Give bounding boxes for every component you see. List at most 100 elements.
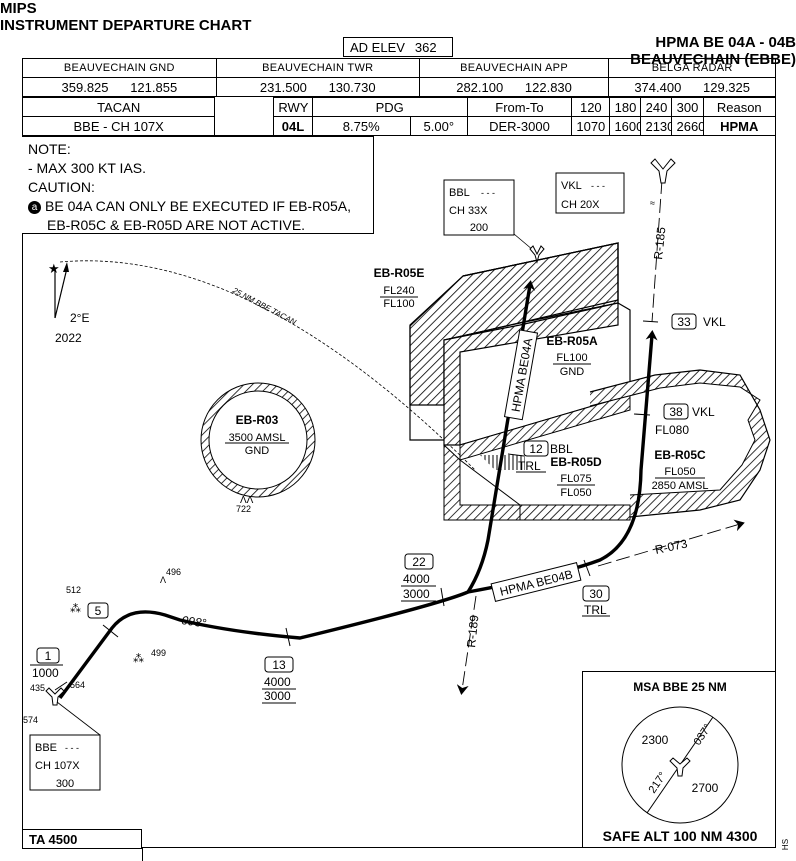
radial-185-label: R-185 [651, 226, 668, 260]
fix-5: 5 [95, 604, 102, 618]
fix-13-alt-min: 3000 [264, 689, 291, 703]
fix-30-alt: TRL [584, 603, 607, 617]
fix-38-alt: FL080 [655, 423, 689, 437]
bbl-channel: CH 33X [449, 205, 488, 217]
fix-33: 33 [677, 315, 691, 329]
distance-fixes: 33 VKL 38 VKL FL080 12 BBL TRL 22 4000 3… [30, 313, 726, 704]
fix-38-ref: VKL [692, 405, 715, 419]
fix-13: 13 [272, 658, 286, 672]
obstacles: Λ 496 ⁂ 512 ⁂ 499 ΛΛ 722 435 564 574 [23, 495, 254, 725]
caution-title: CAUTION: [28, 179, 95, 195]
navaid-vkl: VKL - - - CH 20X ≈ [555, 158, 676, 214]
freq-app-uhf: 282.100 [456, 79, 504, 95]
msa-title: MSA BBE 25 NM [633, 680, 727, 694]
r05e-lower: FL100 [383, 298, 414, 310]
msa-bearing-217: 217° [647, 770, 670, 796]
ad-elev-value: 362 [414, 40, 437, 55]
msa-tacan-symbol [669, 757, 691, 777]
vkl-morse: - - - [591, 181, 605, 191]
r05d-upper: FL075 [560, 473, 591, 485]
r05c-lower: 2850 AMSL [652, 480, 709, 492]
rod-120: 1070 [571, 116, 611, 136]
msa-bearing-037: 037° [692, 722, 715, 748]
obstacle-574: 574 [23, 715, 38, 725]
ad-elev-label: AD ELEV [350, 40, 405, 55]
obstacle-499: 499 [151, 648, 166, 658]
bbe-morse: - - - [65, 743, 79, 753]
radial-189-line [456, 595, 477, 695]
freq-radar-values: 374.400 129.325 [608, 77, 776, 97]
msa-alt-sector1: 2300 [642, 733, 669, 747]
route-b-label: HPMA BE04B [498, 567, 574, 599]
radial-073-label: R-073 [654, 536, 689, 557]
vkl-squiggle: ≈ [650, 198, 655, 208]
r03-lower: GND [245, 445, 270, 457]
procedure-name: HPMA BE 04A - 04B [655, 34, 796, 51]
bottom-divider [142, 848, 143, 861]
fix-13-alt-max: 4000 [264, 675, 291, 689]
r05e-upper: FL240 [383, 285, 414, 297]
variation-year: 2022 [55, 331, 82, 345]
bbl-morse: - - - [481, 188, 495, 198]
pdg-value: 8.75% [311, 116, 411, 136]
obstacle-435: 435 [30, 683, 45, 693]
transition-altitude: TA 4500 [22, 829, 142, 849]
route-be04a-path [58, 280, 536, 700]
variation-value: 2°E [70, 311, 89, 325]
r05a-lower: GND [560, 366, 585, 378]
obstacle-722: 722 [236, 504, 251, 514]
msa-alt-sector2: 2700 [692, 781, 719, 795]
radial-189-label: R-189 [464, 614, 481, 648]
tacan-25nm-arc [59, 260, 476, 471]
vkl-tacan-symbol [650, 158, 676, 184]
performance-table: TACAN RWY PDG From-To 120 180 240 300 Re… [21, 97, 776, 136]
radial-073-line [597, 519, 745, 567]
bbe-tacan-symbol [45, 687, 65, 706]
freq-twr-values: 231.500 130.730 [215, 77, 420, 97]
msa-box: MSA BBE 25 NM 2300 2700 037° 217° SAFE A… [582, 671, 776, 848]
r05a-name: EB-R05A [546, 334, 598, 348]
freq-twr-name: BEAUVECHAIN TWR [215, 58, 420, 78]
rwy-value: 04L [273, 116, 313, 136]
freq-gnd-vhf: 121.855 [130, 79, 178, 95]
reason-value: HPMA [702, 116, 776, 136]
gs300-header: 300 [671, 97, 704, 117]
perf-value-row: BBE - CH 107X 04L 8.75% 5.00° DER-3000 1… [21, 116, 776, 136]
radial-185-line [651, 179, 663, 323]
bbe-elev: 300 [56, 778, 74, 790]
obstacle-512-symbol: ⁂ [70, 603, 81, 615]
area-labels: EB-R05E FL240 FL100 EB-R05A FL100 GND EB… [225, 266, 708, 499]
bbl-ident: BBL [449, 187, 470, 199]
freq-name-row: BEAUVECHAIN GND BEAUVECHAIN TWR BEAUVECH… [22, 58, 776, 78]
fix-22-alt-min: 3000 [403, 587, 430, 601]
rod-240: 2130 [640, 116, 673, 136]
r05d-lower: FL050 [560, 487, 591, 499]
freq-radar-vhf: 129.325 [703, 79, 750, 95]
fix-1-alt: 1000 [32, 666, 59, 680]
note-line: - MAX 300 KT IAS. [28, 160, 147, 176]
reason-header: Reason [702, 97, 776, 117]
route-b-label-box: HPMA BE04B [490, 562, 582, 602]
r03-name: EB-R03 [236, 413, 279, 427]
caution-line1: BE 04A CAN ONLY BE EXECUTED IF EB-R05A, [45, 198, 352, 214]
area-eb-r03 [200, 382, 316, 498]
fix-30: 30 [589, 587, 603, 601]
angle-value: 5.00° [409, 116, 468, 136]
navaid-bbe: BBE - - - CH 107X 300 [29, 687, 101, 791]
bbe-ident: BBE [35, 742, 57, 754]
freq-gnd-name: BEAUVECHAIN GND [22, 58, 217, 78]
magnetic-variation: ★ 2°E 2022 [48, 261, 89, 345]
r05d-name: EB-R05D [550, 455, 602, 469]
area-eb-r05d [443, 443, 631, 521]
obstacle-564: 564 [70, 680, 85, 690]
rod-180: 1600 [609, 116, 642, 136]
freq-twr-uhf: 231.500 [259, 79, 307, 95]
freq-value-row: 359.825 121.855 231.500 130.730 282.100 … [22, 77, 776, 97]
chart-type: INSTRUMENT DEPARTURE CHART [0, 17, 252, 34]
r05c-upper: FL050 [664, 466, 695, 478]
fix-12-alt: TRL [518, 459, 541, 473]
header-table: BEAUVECHAIN GND BEAUVECHAIN TWR BEAUVECH… [22, 58, 776, 97]
